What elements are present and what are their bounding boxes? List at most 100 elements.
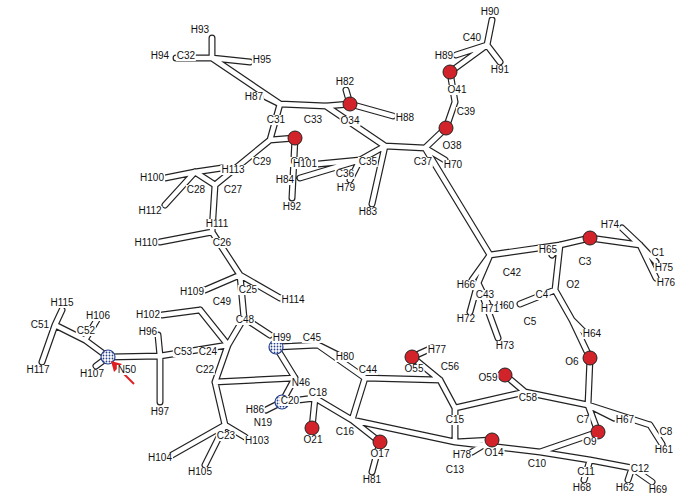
atom-label: C53 (173, 347, 193, 357)
atom-label: C16 (335, 427, 355, 437)
atom-label: H94 (150, 51, 170, 61)
atom-label: C20 (280, 396, 300, 406)
atom-label: C40 (462, 33, 482, 43)
atom-label: C7 (576, 415, 591, 425)
atom-label: C48 (235, 315, 255, 325)
atom-label: C4 (535, 290, 550, 300)
atom-label: O21 (303, 435, 324, 445)
atom-label: N50 (117, 365, 137, 375)
atom-label: O55 (404, 364, 425, 374)
atom-label: C28 (186, 185, 206, 195)
oxygen-atom (498, 368, 512, 382)
atom-label: C18 (308, 388, 328, 398)
atom-label: H93 (190, 25, 210, 35)
atom-label: C29 (252, 157, 272, 167)
atom-label: H110 (133, 238, 158, 248)
atom-label: H76 (656, 278, 676, 288)
atom-label: H79 (336, 183, 356, 193)
atom-label: H117 (25, 365, 50, 375)
atom-label: H106 (85, 311, 111, 321)
atom-label: H67 (615, 415, 635, 425)
atom-label: H92 (282, 202, 302, 212)
atom-label: C23 (216, 431, 236, 441)
oxygen-atom (439, 121, 453, 135)
atom-label: C33 (303, 115, 323, 125)
atom-label: H114 (280, 295, 305, 305)
atom-label: C15 (445, 415, 465, 425)
atom-label: O34 (340, 116, 361, 126)
oxygen-atom (305, 421, 319, 435)
atom-label: H101 (292, 159, 318, 169)
atom-label: H111 (205, 219, 229, 229)
atom-label: C49 (212, 297, 232, 307)
nitrogen-atoms (101, 340, 289, 409)
atom-label: C45 (302, 333, 322, 343)
atom-label: C43 (475, 290, 495, 300)
atom-label: H68 (572, 483, 592, 493)
atom-label: H115 (49, 298, 74, 308)
atom-label: H80 (335, 352, 355, 362)
atom-label: H90 (480, 7, 500, 17)
atom-label: C12 (630, 464, 650, 474)
atom-label: O17 (370, 449, 391, 459)
atom-label: H78 (452, 450, 472, 460)
atom-label: C35 (358, 157, 378, 167)
atom-label: C52 (76, 326, 96, 336)
atom-label: H103 (244, 436, 270, 446)
atom-label: C1 (651, 248, 666, 258)
oxygen-atom (343, 97, 357, 111)
atom-label: C51 (30, 320, 50, 330)
atom-label: C42 (502, 268, 522, 278)
atom-label: H102 (135, 310, 161, 320)
atom-label: C58 (518, 393, 538, 403)
atom-label: C13 (445, 465, 465, 475)
oxygen-atom (485, 433, 499, 447)
atom-label: O6 (564, 357, 579, 367)
atom-label: H70 (443, 160, 463, 170)
atom-label: C44 (358, 365, 378, 375)
atom-label: H87 (244, 92, 264, 102)
atom-label: H105 (187, 467, 213, 477)
atom-label: O2 (565, 280, 580, 290)
atom-label: C25 (238, 285, 258, 295)
oxygen-atoms (288, 65, 605, 449)
oxygen-atom (443, 65, 457, 79)
bond-sticks (42, 20, 662, 482)
atom-label: C22 (195, 365, 215, 375)
atom-label: C31 (266, 115, 286, 125)
atom-label: C8 (659, 427, 674, 437)
atom-label: C37 (413, 157, 433, 167)
atom-label: H99 (272, 333, 292, 343)
bond-fill (42, 20, 662, 482)
atom-label: C27 (223, 185, 243, 195)
atom-label: H84 (275, 175, 295, 185)
oxygen-atom (583, 351, 597, 365)
atom-label: H62 (615, 483, 635, 493)
atom-label: N46 (291, 378, 311, 388)
atom-label: H65 (538, 245, 558, 255)
atom-label: C3 (578, 257, 593, 267)
atom-label: C24 (198, 347, 218, 357)
atom-label: H72 (456, 314, 476, 324)
atom-label: H81 (362, 475, 382, 485)
atom-label: H82 (335, 77, 355, 87)
atom-label: O9 (582, 437, 597, 447)
atom-label: H104 (147, 453, 173, 463)
atom-label: H77 (427, 345, 447, 355)
atom-label: H74 (600, 220, 620, 230)
atom-label: H97 (150, 407, 170, 417)
oxygen-atom (373, 435, 387, 449)
atom-label: H69 (648, 485, 668, 495)
atom-label: H66 (456, 280, 476, 290)
atom-label: O41 (447, 85, 468, 95)
atom-label: C36 (335, 169, 355, 179)
atom-label: N19 (253, 418, 273, 428)
atom-label: C56 (440, 362, 460, 372)
atom-label: H86 (245, 405, 265, 415)
atom-label: H89 (434, 51, 454, 61)
atom-label: H96 (138, 327, 158, 337)
atom-label: C39 (456, 107, 476, 117)
atom-label: H64 (582, 329, 602, 339)
